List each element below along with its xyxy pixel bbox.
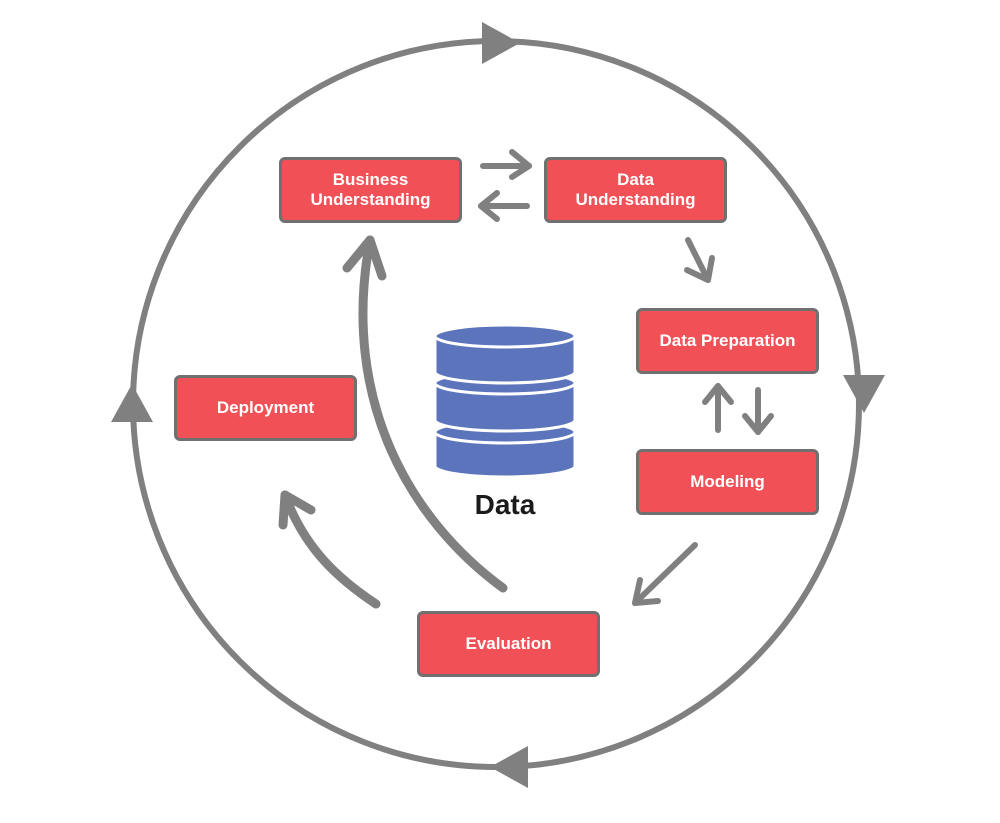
database-icon: [433, 323, 577, 479]
cycle-arrowhead-bottom: [490, 746, 528, 788]
arrow-modeling-to-preparation: [702, 383, 734, 433]
phase-evaluation: Evaluation: [417, 611, 600, 677]
cycle-arrowhead-left: [111, 384, 153, 422]
phase-business-understanding-line2: Understanding: [310, 190, 431, 209]
cycle-arrowhead-top: [482, 22, 520, 64]
arrow-evaluation-to-business: [342, 235, 508, 593]
phase-data-understanding: Data Understanding: [544, 157, 727, 223]
phase-data-understanding-line1: Data: [617, 170, 654, 189]
database-disk-bottom: [433, 430, 577, 479]
arrow-preparation-to-modeling: [742, 387, 774, 435]
phase-deployment: Deployment: [174, 375, 357, 441]
phase-modeling-label: Modeling: [690, 472, 765, 491]
phase-deployment-label: Deployment: [216, 398, 315, 417]
phase-business-understanding-line1: Business: [332, 170, 409, 189]
database-disk-top: [433, 334, 577, 385]
database-disk-middle: [433, 381, 577, 433]
phase-data-preparation: Data Preparation: [636, 308, 819, 374]
cycle-arrowhead-right: [843, 375, 885, 413]
phase-data-understanding-line2: Understanding: [575, 190, 696, 209]
arrow-data-understanding-to-preparation: [684, 237, 715, 283]
arrow-data-understanding-to-business: [478, 190, 530, 222]
phase-evaluation-label: Evaluation: [465, 634, 552, 653]
phase-modeling: Modeling: [636, 449, 819, 515]
arrow-business-to-data-understanding: [480, 149, 532, 180]
database-label: Data: [474, 489, 536, 520]
database-lid: [433, 323, 577, 349]
arrow-evaluation-to-deployment: [278, 490, 381, 609]
arrow-modeling-to-evaluation: [632, 542, 698, 606]
phase-business-understanding: Business Understanding: [279, 157, 462, 223]
phase-data-preparation-label: Data Preparation: [659, 331, 796, 350]
